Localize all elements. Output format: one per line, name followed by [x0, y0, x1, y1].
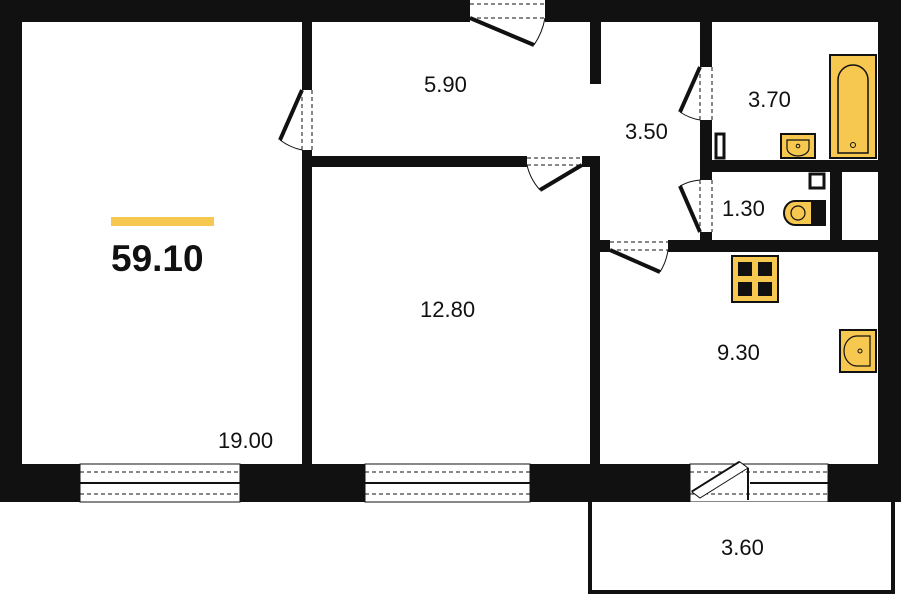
ventilation-shaft-2	[808, 172, 826, 190]
wall-bath-toilet	[712, 160, 878, 172]
wall-bottom-4	[828, 464, 901, 502]
bedroom-area: 12.80	[420, 297, 476, 322]
wall-hall-kitchen-a	[600, 240, 610, 252]
wall-bottom-3	[530, 464, 690, 502]
living-room-floor	[22, 22, 302, 464]
stove-icon	[731, 255, 779, 303]
bathroom-sink-icon	[780, 133, 816, 159]
interior-walls	[302, 22, 878, 464]
balcony	[588, 502, 895, 594]
wall-left	[0, 0, 22, 502]
living-room-door[interactable]	[278, 89, 313, 151]
wall-living-corridor-b	[302, 150, 312, 464]
toilet-icon	[783, 200, 826, 226]
toilet-door[interactable]	[678, 179, 713, 233]
toilet-area: 1.30	[722, 196, 765, 221]
hall-area: 3.50	[625, 119, 668, 144]
wall-bedroom-kitchen	[590, 160, 600, 464]
entrance-door[interactable]	[469, 2, 546, 47]
wall-corridor-bedroom-a	[312, 156, 527, 167]
bathroom-door[interactable]	[678, 66, 713, 121]
kitchen-sink-icon	[839, 329, 877, 373]
bedroom-door[interactable]	[526, 157, 584, 192]
wall-toilet-kitchen	[668, 240, 878, 252]
wall-bottom-2	[240, 464, 365, 502]
window-living-room	[79, 463, 241, 503]
balcony-area: 3.60	[721, 535, 764, 560]
total-area: 59.10	[111, 238, 204, 279]
wall-hall-bath-a	[700, 22, 712, 67]
wall-toilet-right	[830, 172, 842, 242]
bedroom-floor	[312, 167, 592, 464]
ventilation-shaft	[714, 132, 726, 160]
wall-living-corridor-a	[302, 22, 312, 90]
bathroom-area: 3.70	[748, 87, 791, 112]
doors	[278, 2, 749, 499]
room-floors	[22, 22, 878, 464]
bathtub-icon	[829, 54, 877, 159]
corridor-floor	[312, 22, 592, 156]
hall-floor	[592, 22, 700, 242]
wall-bottom-1	[0, 464, 80, 502]
total-area-accent-bar	[111, 217, 214, 226]
living-room-area: 19.00	[218, 428, 274, 453]
wall-right	[878, 0, 901, 502]
balcony-door[interactable]	[691, 460, 749, 499]
wall-top-right	[545, 0, 901, 22]
corridor-area: 5.90	[424, 72, 467, 97]
kitchen-door[interactable]	[609, 241, 669, 274]
exterior-walls	[0, 0, 901, 502]
windows	[79, 463, 829, 503]
wall-hall-bath-b	[700, 120, 712, 180]
kitchen-area: 9.30	[717, 340, 760, 365]
window-bedroom	[364, 463, 531, 503]
wall-top-left	[0, 0, 470, 22]
wall-hall-stub	[590, 22, 601, 84]
